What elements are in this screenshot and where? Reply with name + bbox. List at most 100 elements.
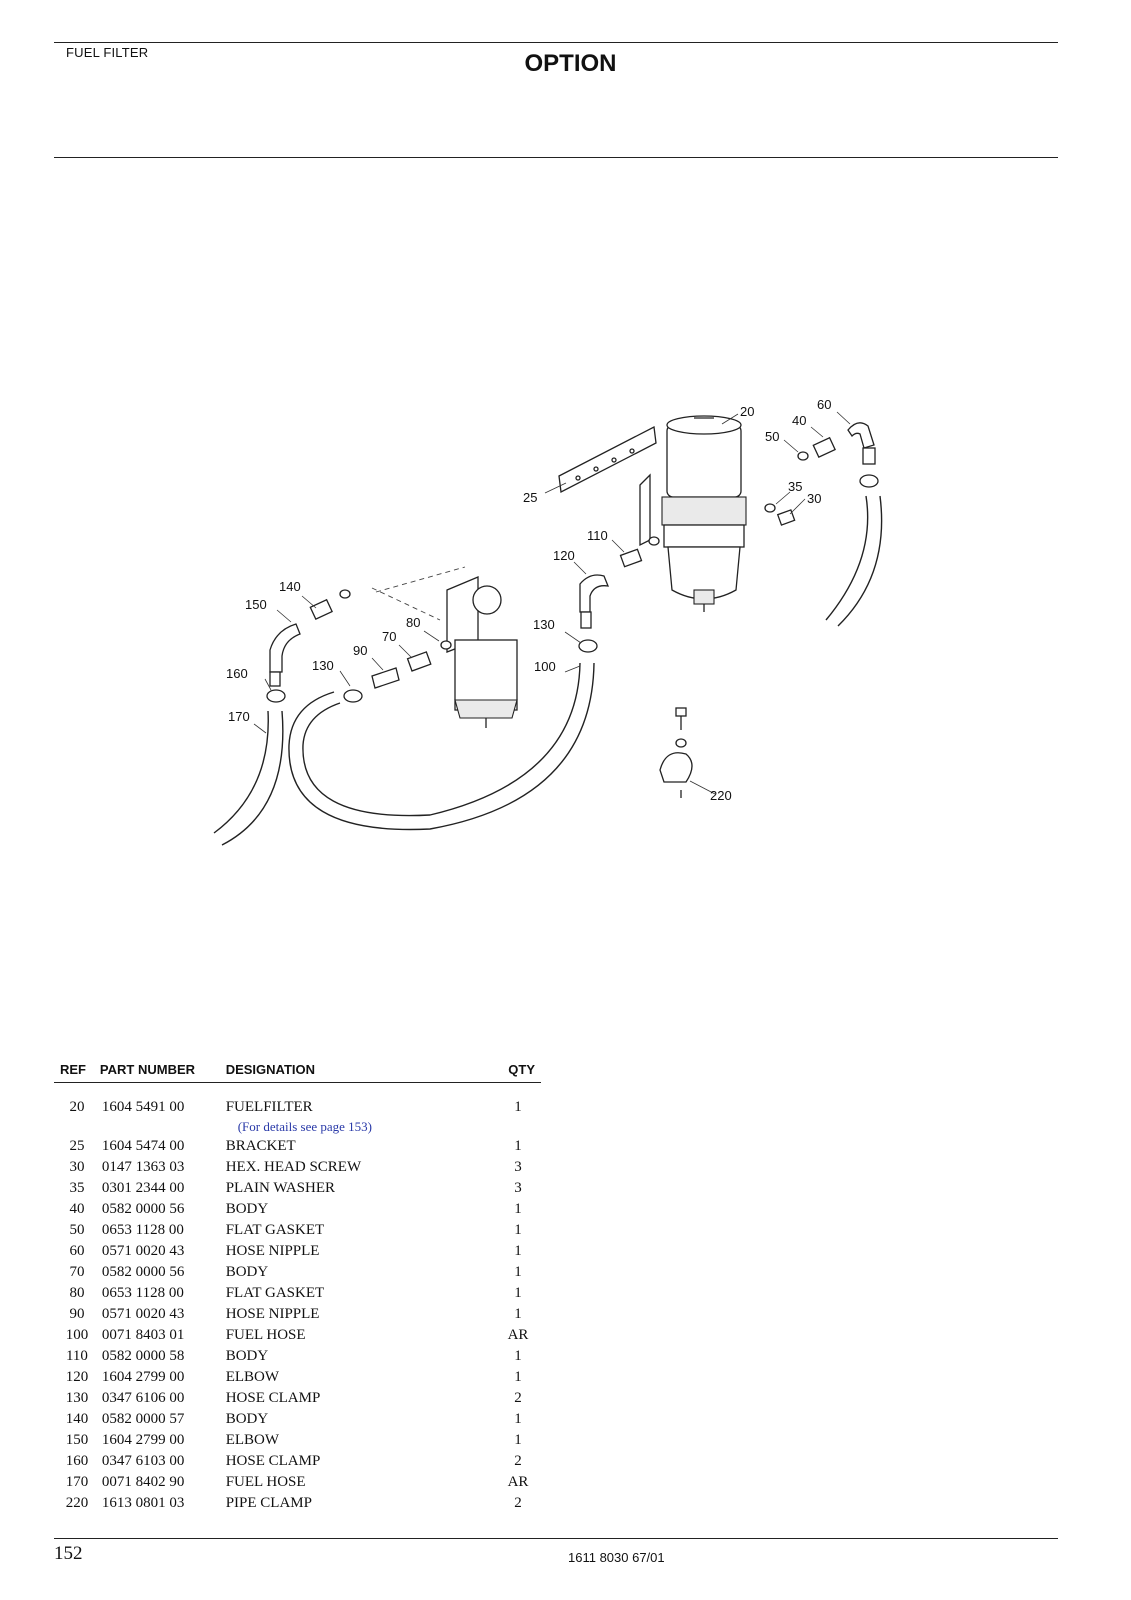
designation-cell: HEX. HEAD SCREW <box>225 1159 362 1175</box>
table-row: 30 0147 1363 03 HEX. HEAD SCREW 3 <box>54 1157 541 1178</box>
part-number-cell: 0071 8402 90 <box>101 1474 185 1490</box>
qty-cell: 1 <box>514 1222 522 1238</box>
header-qty: QTY <box>495 1060 541 1083</box>
document-number: 1611 8030 67/01 <box>568 1550 665 1565</box>
table-note-row: (For details see page 153) <box>54 1118 541 1136</box>
callout-130-left: 130 <box>312 658 334 673</box>
callout-70: 70 <box>382 629 396 644</box>
designation-cell: HOSE CLAMP <box>225 1453 321 1469</box>
ref-cell: 50 <box>69 1222 85 1238</box>
header-ref: REF <box>54 1060 100 1083</box>
qty-cell: 2 <box>514 1495 522 1511</box>
ref-cell: 220 <box>65 1495 89 1511</box>
ref-cell: 70 <box>69 1264 85 1280</box>
designation-cell: FLAT GASKET <box>225 1285 325 1301</box>
callout-leaders <box>253 411 851 795</box>
qty-cell: 1 <box>514 1243 522 1259</box>
upper-right-fittings <box>764 422 883 627</box>
designation-cell: BODY <box>225 1264 269 1280</box>
page-number: 152 <box>54 1543 83 1564</box>
qty-cell: 1 <box>514 1285 522 1301</box>
ref-cell: 140 <box>65 1411 89 1427</box>
designation-cell: HOSE NIPPLE <box>225 1243 320 1259</box>
part-number-cell: 1604 5474 00 <box>101 1138 185 1154</box>
qty-cell: 2 <box>514 1390 522 1406</box>
callout-130-center: 130 <box>533 617 555 632</box>
designation-cell: HOSE CLAMP <box>225 1390 321 1406</box>
footer-rule <box>54 1538 1058 1539</box>
part-number-cell: 0347 6103 00 <box>101 1453 185 1469</box>
part-number-cell: 1604 2799 00 <box>101 1369 185 1385</box>
callout-110: 110 <box>587 528 608 543</box>
qty-cell: 3 <box>514 1159 522 1175</box>
designation-cell: HOSE NIPPLE <box>225 1306 320 1322</box>
callout-35: 35 <box>788 479 802 494</box>
center-fittings <box>288 536 660 831</box>
part-number-cell: 0582 0000 56 <box>101 1201 185 1217</box>
part-number-cell: 0147 1363 03 <box>101 1159 185 1175</box>
callout-160: 160 <box>226 666 248 681</box>
ref-cell: 30 <box>69 1159 85 1175</box>
designation-cell: BODY <box>225 1411 269 1427</box>
ref-cell: 130 <box>65 1390 89 1406</box>
designation-cell: PIPE CLAMP <box>225 1495 312 1511</box>
part-number-cell: 0582 0000 57 <box>101 1411 185 1427</box>
header-bottom-rule <box>54 157 1058 158</box>
callout-80: 80 <box>406 615 420 630</box>
part-number-cell: 0301 2344 00 <box>101 1180 185 1196</box>
fuel-filter-assembly <box>639 415 747 612</box>
callout-25: 25 <box>523 490 537 505</box>
alignment-dashes <box>371 566 466 621</box>
part-number-cell: 0571 0020 43 <box>101 1306 185 1322</box>
note-spacer <box>54 1118 100 1136</box>
ref-cell: 35 <box>69 1180 85 1196</box>
header-designation: DESIGNATION <box>225 1060 496 1083</box>
callout-labels: 20 60 40 50 35 30 25 110 120 140 150 80 … <box>226 397 831 803</box>
ref-cell: 110 <box>65 1348 88 1364</box>
bracket-part <box>558 425 657 494</box>
note-spacer <box>100 1118 226 1136</box>
designation-cell: BRACKET <box>225 1138 296 1154</box>
designation-cell: BODY <box>225 1201 269 1217</box>
callout-20: 20 <box>740 404 754 419</box>
ref-cell: 100 <box>65 1327 89 1343</box>
ref-cell: 90 <box>69 1306 85 1322</box>
callout-120: 120 <box>553 548 575 563</box>
callout-140: 140 <box>279 579 301 594</box>
exploded-parts-diagram: 20 60 40 50 35 30 25 110 120 140 150 80 … <box>213 397 883 846</box>
header-top-rule <box>54 42 1058 43</box>
page-title: OPTION <box>524 50 617 77</box>
table-header-row: REF PART NUMBER DESIGNATION QTY <box>54 1060 541 1083</box>
designation-cell: FUEL HOSE <box>225 1327 306 1343</box>
callout-90: 90 <box>353 643 367 658</box>
qty-cell: 1 <box>514 1099 522 1115</box>
cross-reference-note: (For details see page 153) <box>237 1119 372 1134</box>
ref-cell: 20 <box>69 1099 85 1115</box>
designation-cell: ELBOW <box>225 1369 280 1385</box>
ref-cell: 170 <box>65 1474 89 1490</box>
ref-cell: 60 <box>69 1243 85 1259</box>
qty-cell: 2 <box>514 1453 522 1469</box>
callout-220: 220 <box>710 788 732 803</box>
designation-cell: PLAIN WASHER <box>225 1180 336 1196</box>
callout-50: 50 <box>765 429 779 444</box>
designation-cell: FUEL HOSE <box>225 1474 306 1490</box>
ref-cell: 80 <box>69 1285 85 1301</box>
filter-head-assembly <box>343 576 518 728</box>
section-label: FUEL FILTER <box>66 45 149 60</box>
